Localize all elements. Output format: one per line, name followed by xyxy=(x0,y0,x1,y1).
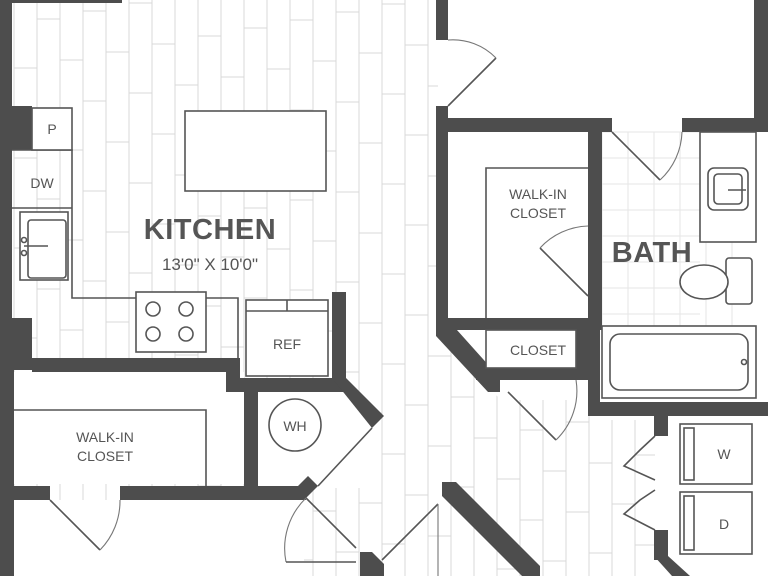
kitchen-island xyxy=(184,110,327,192)
walk-in-closet-left-line2: CLOSET xyxy=(77,448,133,464)
refrigerator-label: REF xyxy=(273,336,301,352)
kitchen-title: KITCHEN xyxy=(144,214,276,246)
pantry-box xyxy=(31,107,73,151)
bath-vanity xyxy=(699,131,757,243)
walk-in-closet-right-line2: CLOSET xyxy=(510,205,566,221)
closet-shelf-box xyxy=(485,329,577,369)
washer-label: W xyxy=(717,446,731,462)
kitchen-sink-icon xyxy=(19,211,69,281)
closet-shelf-left xyxy=(14,409,207,486)
bathtub-icon xyxy=(601,325,757,399)
closet-label: CLOSET xyxy=(510,342,566,358)
toilet-icon xyxy=(679,257,753,305)
washer-dryer xyxy=(679,423,753,555)
kitchen-dimensions: 13'0" X 10'0" xyxy=(162,255,258,274)
bath-title: BATH xyxy=(612,237,692,269)
closet-shelf-right xyxy=(485,167,588,318)
walk-in-closet-right-line1: WALK-IN xyxy=(509,186,567,202)
water-heater-label: WH xyxy=(283,418,306,434)
water-heater-icon xyxy=(268,398,322,452)
dryer-label: D xyxy=(719,516,729,532)
walk-in-closet-left-line1: WALK-IN xyxy=(76,429,134,445)
doors xyxy=(49,39,683,576)
dishwasher-label: DW xyxy=(30,175,54,191)
labels: KITCHEN 13'0" X 10'0" BATH WALK-IN CLOSE… xyxy=(30,121,731,532)
stove-icon xyxy=(135,291,207,353)
pantry-label: P xyxy=(47,121,56,137)
refrigerator-icon xyxy=(245,299,329,377)
